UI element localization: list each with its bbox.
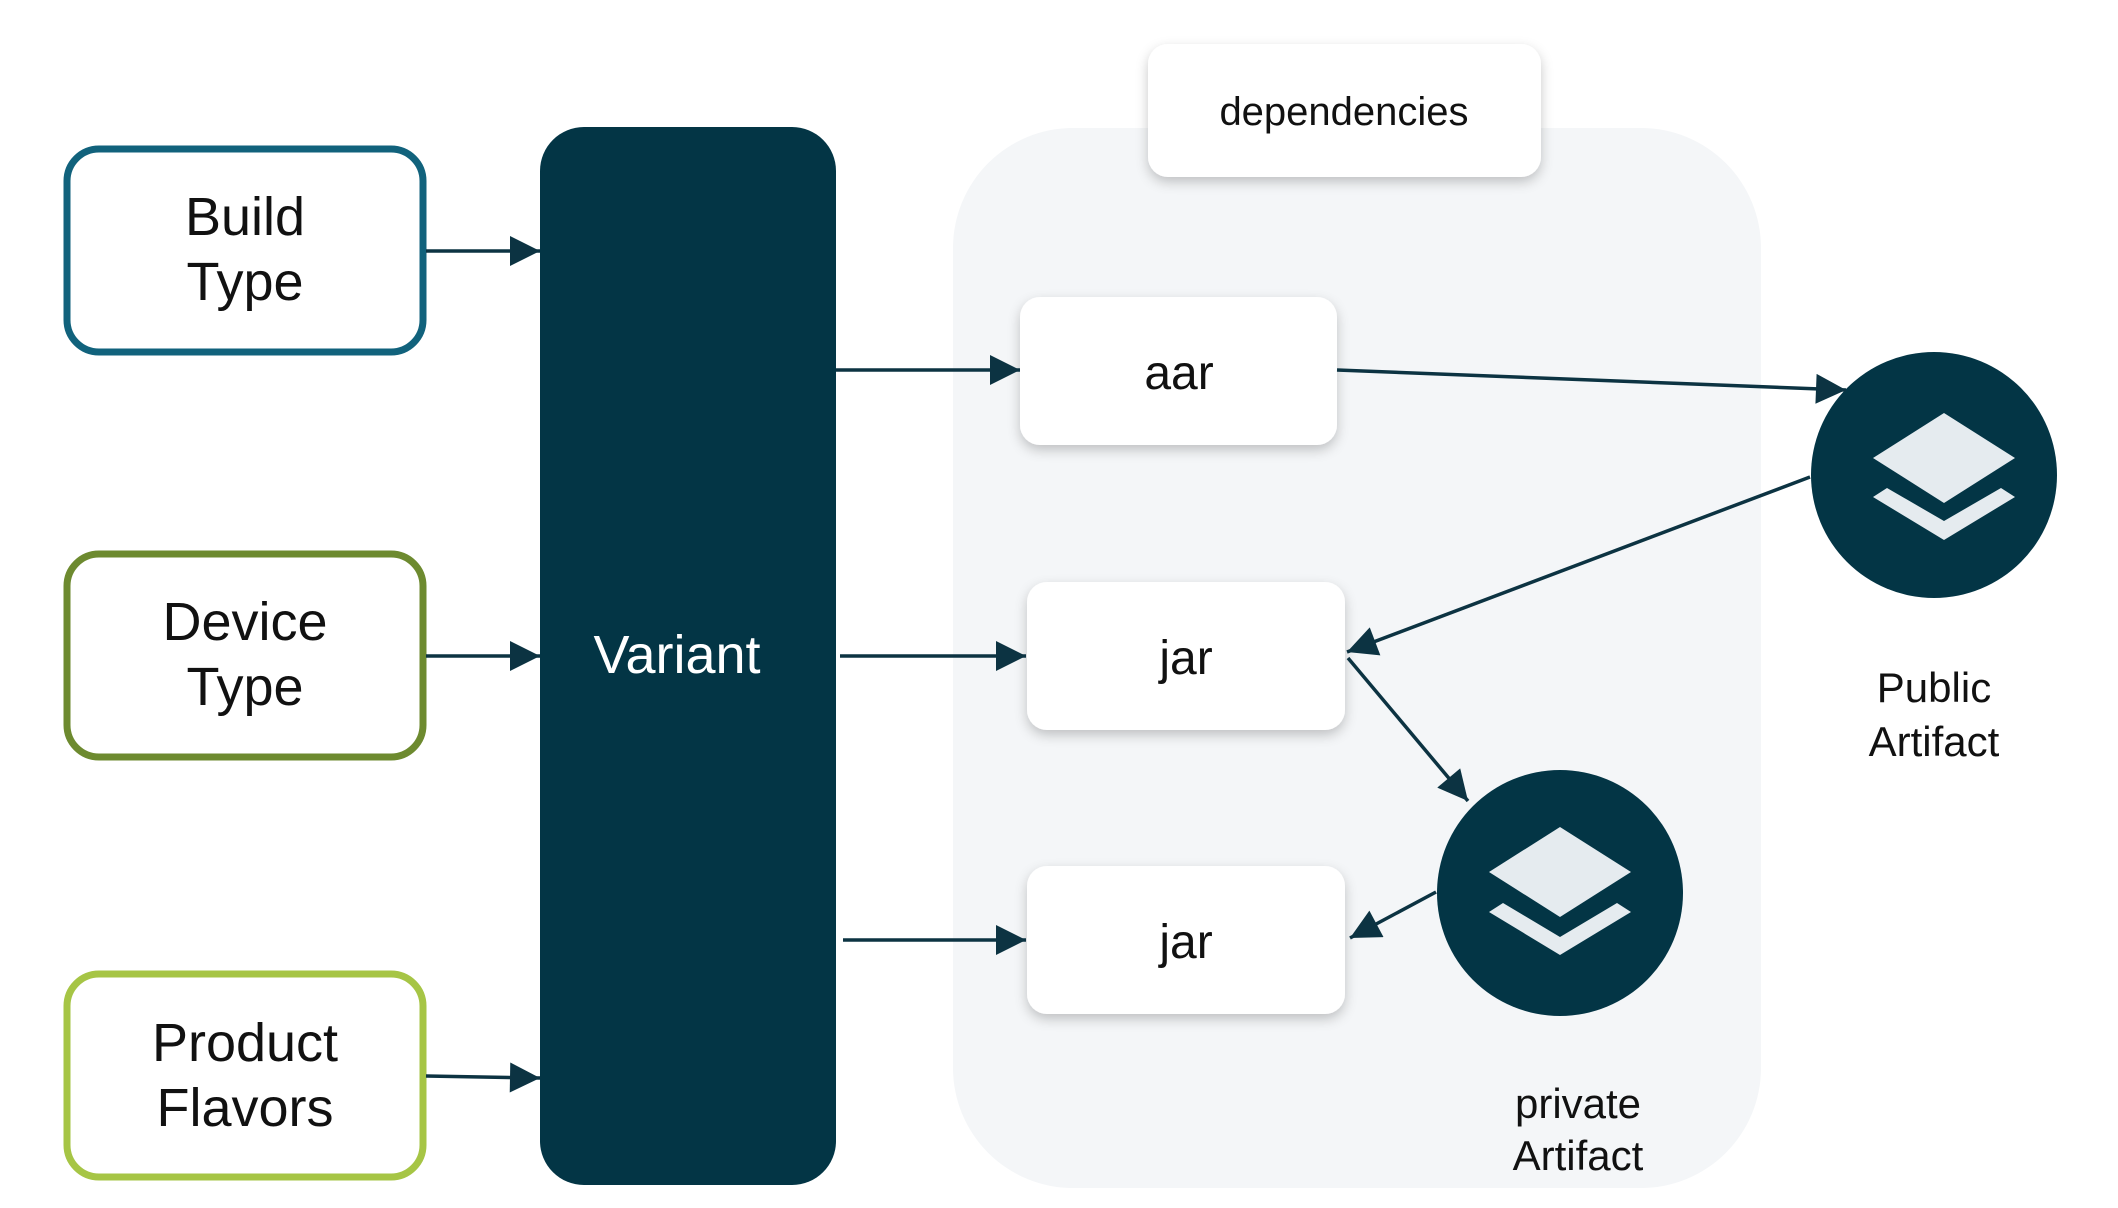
arrow-public-artifact-to-jar xyxy=(1346,475,1811,656)
layers-icon xyxy=(1489,827,1631,955)
build-type-box: Build Type xyxy=(63,145,427,356)
public-artifact-label-line2: Artifact xyxy=(1869,718,2000,765)
private-artifact-label-line1: private xyxy=(1515,1080,1641,1127)
public-artifact-label-line1: Public xyxy=(1877,664,1991,711)
device-type-box: Device Type xyxy=(63,550,427,761)
build-type-label-line1: Build xyxy=(185,187,305,247)
variant-label: Variant xyxy=(593,625,760,685)
arrow-jar-to-private-artifact xyxy=(1346,656,1470,803)
variant-block: Variant xyxy=(540,127,836,1185)
dependency-item-jar-public: jar xyxy=(1027,582,1345,730)
connectors xyxy=(425,236,1847,1093)
dependencies-title: dependencies xyxy=(1219,90,1468,134)
arrow-private-artifact-to-jar xyxy=(1349,890,1437,940)
product-flavors-label-line2: Flavors xyxy=(156,1078,333,1138)
dependency-item-aar: aar xyxy=(1020,297,1337,445)
device-type-label-line1: Device xyxy=(162,592,327,652)
layers-icon xyxy=(1873,413,2015,540)
build-type-label-line2: Type xyxy=(186,252,303,312)
private-artifact: private Artifact xyxy=(1437,770,1683,1179)
private-artifact-label-line2: Artifact xyxy=(1513,1132,1644,1179)
product-flavors-label-line1: Product xyxy=(152,1013,338,1073)
product-flavors-box: Product Flavors xyxy=(63,970,427,1181)
public-artifact: Public Artifact xyxy=(1811,352,2057,765)
arrow-aar-to-public-artifact xyxy=(1336,368,1847,404)
dependency-item-jar-private: jar xyxy=(1027,866,1345,1014)
dependency-item-label: aar xyxy=(1144,347,1213,400)
dependency-item-label: jar xyxy=(1157,632,1212,685)
dependency-item-label: jar xyxy=(1157,916,1212,969)
dependencies-title-box: dependencies xyxy=(1148,44,1541,177)
arrow-product-flavors-to-variant xyxy=(425,1062,541,1093)
device-type-label-line2: Type xyxy=(186,657,303,717)
